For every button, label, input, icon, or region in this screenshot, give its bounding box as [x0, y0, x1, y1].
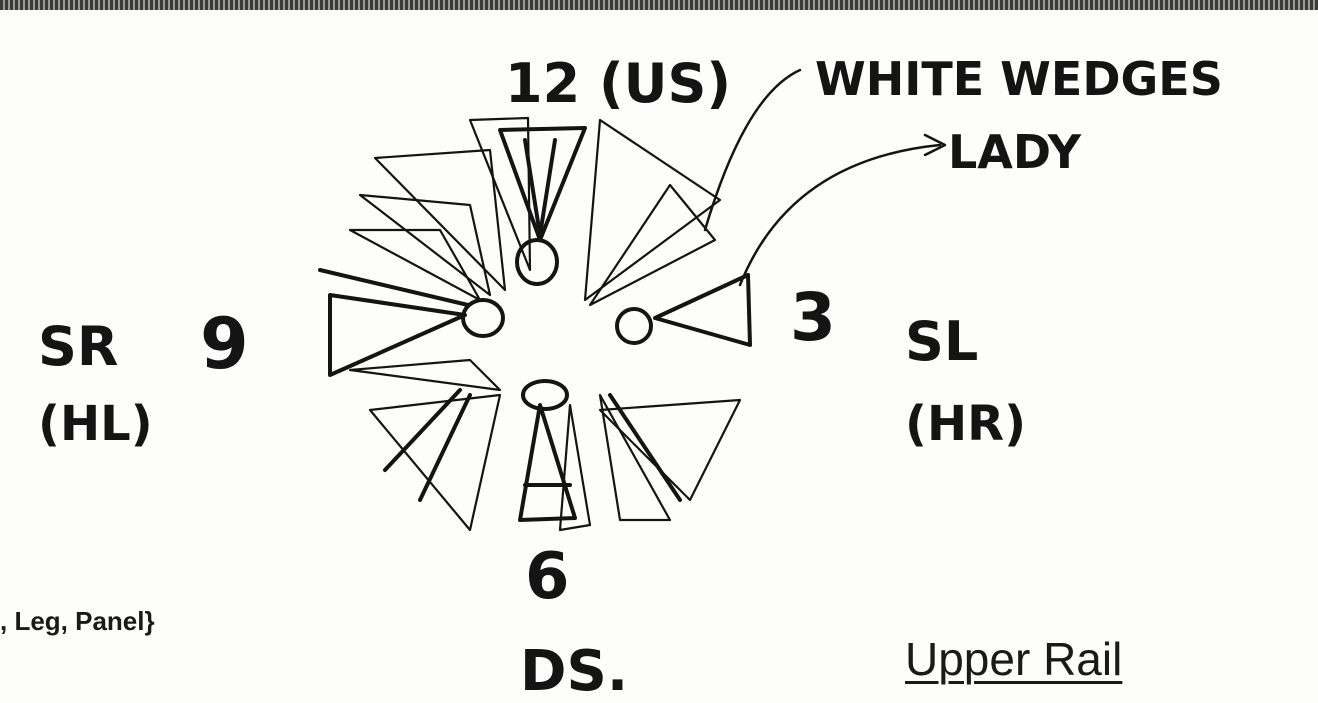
label-stage-left: SL [905, 310, 978, 373]
wedge-lower-right-b [600, 395, 670, 520]
wedge-upper-right-b [590, 185, 715, 305]
lady-pin-6 [523, 381, 567, 409]
label-six: 6 [525, 540, 570, 614]
label-lady: LADY [948, 125, 1082, 179]
label-stage-right: SR [38, 315, 118, 378]
label-white-wedges: WHITE WEDGES [815, 52, 1223, 106]
wedge-lower-left-a [350, 360, 500, 390]
label-stage-left-sub: (HR) [905, 396, 1026, 452]
caption-upper-rail: Upper Rail [905, 632, 1122, 686]
lady-arrow [740, 145, 940, 285]
lady-wedge-9-top [320, 270, 468, 305]
lower-left-stroke-b [420, 395, 470, 500]
lower-left-stroke-a [385, 390, 460, 470]
lady-pin-9 [463, 300, 503, 336]
wedge-left-a [350, 230, 480, 300]
wedge-upper-left-a [375, 150, 505, 290]
lady-wedge-3 [655, 275, 750, 345]
label-nine: 9 [200, 303, 249, 385]
lady-pin-3 [617, 309, 651, 343]
lady-wedges [320, 128, 750, 520]
label-three: 3 [790, 279, 836, 356]
label-stage-right-sub: (HL) [38, 396, 153, 452]
lady-wedge-6 [520, 405, 575, 520]
lady-pin-12 [517, 240, 557, 284]
label-upstage: 12 (US) [505, 52, 731, 115]
lower-right-stroke [610, 395, 680, 500]
caption-left: , Leg, Panel} [0, 606, 155, 637]
label-downstage: DS. [520, 639, 628, 703]
